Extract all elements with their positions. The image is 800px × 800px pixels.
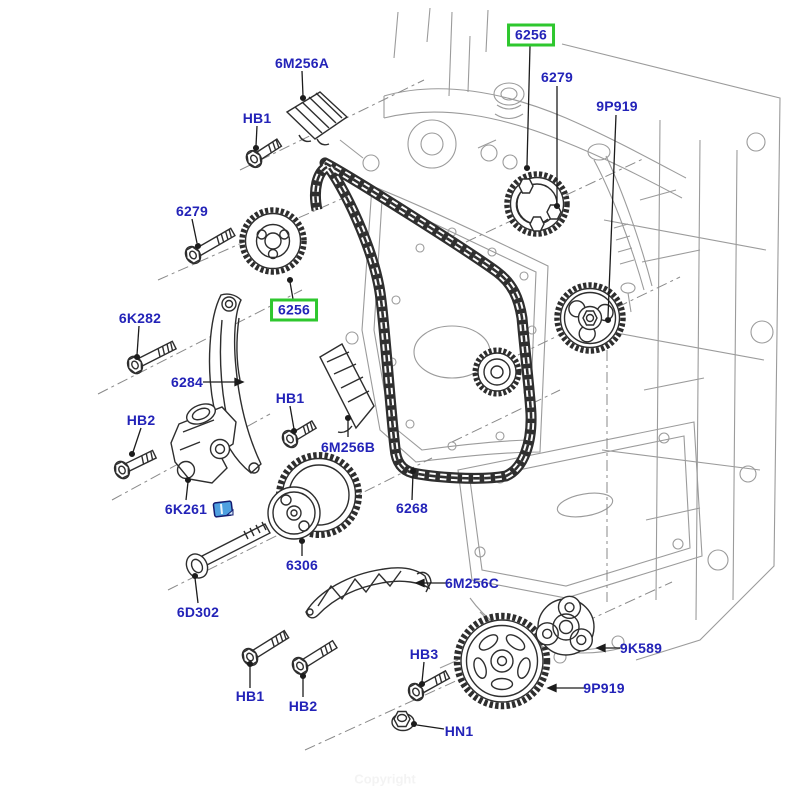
part-label-6m256b[interactable]: 6M256B — [320, 439, 376, 455]
timing-chain — [309, 157, 537, 484]
part-label-6279-left[interactable]: 6279 — [176, 203, 208, 219]
camshaft-sprocket-left — [239, 207, 307, 275]
vvt-sprocket — [504, 171, 570, 237]
part-label-hb2-left[interactable]: HB2 — [126, 412, 156, 428]
bolt-hb1-bottom — [241, 629, 290, 667]
part-label-9p919-bottom[interactable]: 9P919 — [583, 680, 625, 696]
high-pressure-pump-sprocket — [554, 282, 626, 354]
part-label-6284[interactable]: 6284 — [171, 374, 203, 390]
note-icon[interactable] — [212, 500, 234, 518]
bolt-6d302 — [185, 521, 271, 579]
part-label-6256-top-highlighted[interactable]: 6256 — [507, 23, 555, 47]
part-label-6m256a[interactable]: 6M256A — [274, 55, 330, 71]
chain-guide-6m256a — [285, 91, 349, 146]
leader-lines — [128, 45, 620, 730]
part-label-6268[interactable]: 6268 — [396, 500, 428, 516]
camshaft-sprocket-bottom-9p919 — [453, 612, 551, 710]
part-label-hb1-bottom[interactable]: HB1 — [235, 688, 265, 704]
part-label-6k282[interactable]: 6K282 — [118, 310, 162, 326]
part-label-9k589[interactable]: 9K589 — [619, 640, 663, 656]
bolt-hb2-left — [113, 449, 158, 480]
bolt-6k282 — [126, 340, 178, 375]
part-label-6d302[interactable]: 6D302 — [176, 604, 220, 620]
crankshaft-gear-6306 — [267, 452, 362, 540]
part-label-9p919-top[interactable]: 9P919 — [596, 98, 638, 114]
chain-guide-6m256b — [319, 343, 375, 434]
bolt-hb1-mid — [281, 420, 318, 449]
part-label-hb3[interactable]: HB3 — [409, 646, 439, 662]
oil-pump-sprocket — [472, 347, 522, 397]
copyright-watermark: Copyright — [354, 771, 416, 787]
bolt-hb1-top — [245, 138, 283, 169]
chain-guide-6m256c — [305, 567, 432, 619]
part-label-6279-top[interactable]: 6279 — [541, 69, 573, 85]
part-label-6k261[interactable]: 6K261 — [164, 501, 208, 517]
bolt-6279-left — [184, 227, 236, 265]
chain-tensioner-6k261 — [170, 403, 237, 484]
part-label-6306[interactable]: 6306 — [286, 557, 318, 573]
part-label-hb2-bottom[interactable]: HB2 — [288, 698, 318, 714]
nut-hn1 — [391, 710, 415, 732]
part-label-hn1[interactable]: HN1 — [444, 723, 474, 739]
bolt-hb3 — [407, 669, 451, 702]
part-label-hb1-mid[interactable]: HB1 — [275, 390, 305, 406]
part-label-6m256c[interactable]: 6M256C — [444, 575, 500, 591]
part-label-6256-left-highlighted[interactable]: 6256 — [270, 298, 318, 322]
flange-9k589 — [535, 595, 595, 656]
bolt-hb2-bottom — [291, 639, 338, 676]
part-label-hb1-top[interactable]: HB1 — [242, 110, 272, 126]
